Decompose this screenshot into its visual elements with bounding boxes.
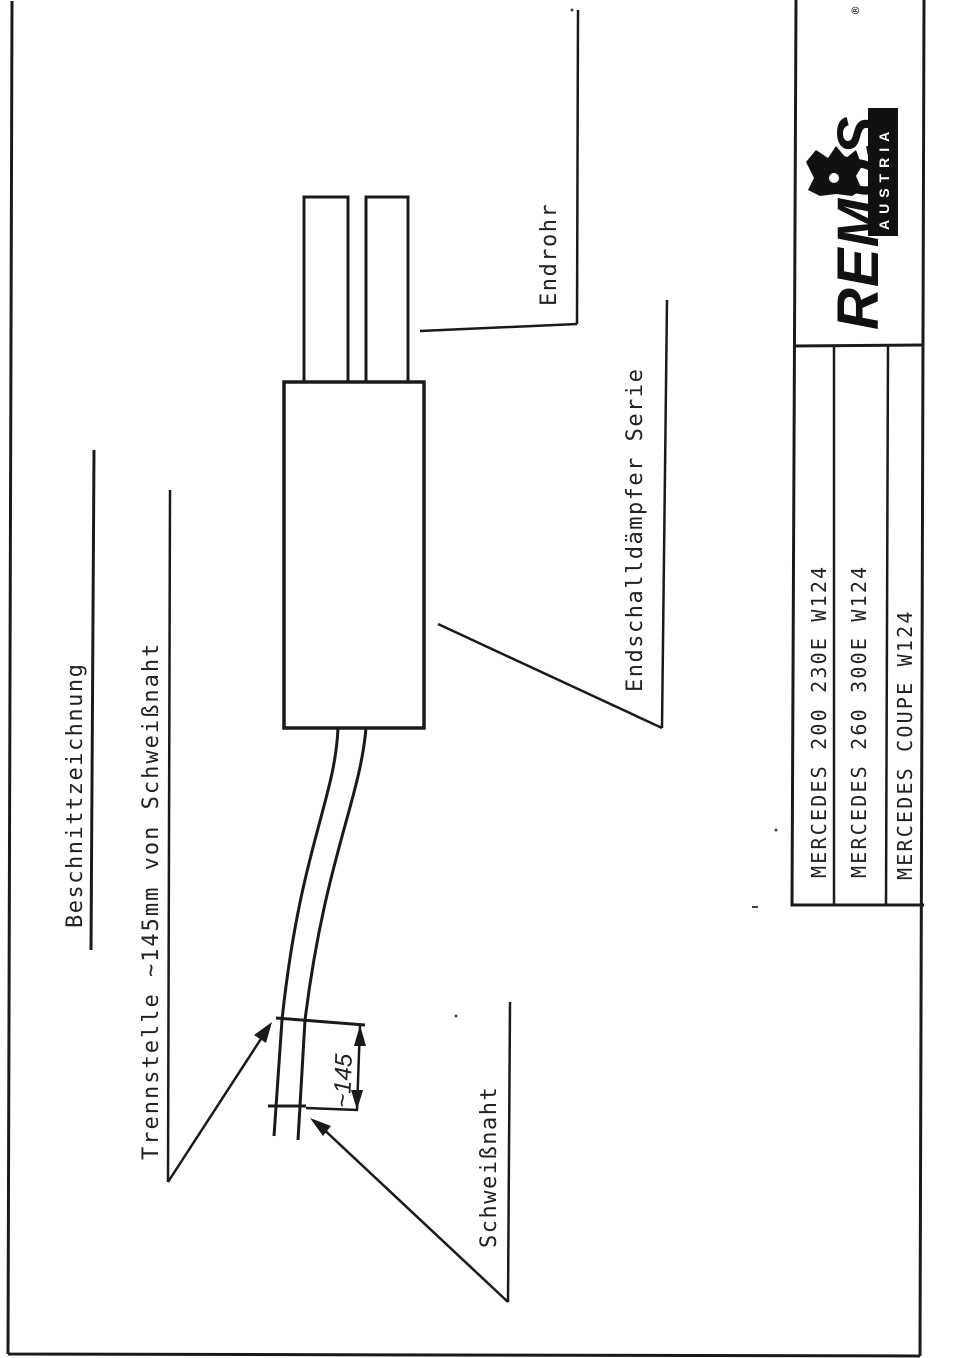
weld-arrow-line <box>317 1123 509 1303</box>
cut-note-leader-line <box>166 489 172 1183</box>
weld-leader-line <box>506 1001 512 1303</box>
crown-emblem-icon <box>806 146 862 196</box>
title-underline <box>89 449 96 951</box>
weld-label: Schweißnaht <box>477 1086 502 1248</box>
dimension-145: ~145 <box>305 1024 366 1112</box>
scan-specks <box>454 8 778 1018</box>
muffler-leader-diagonal <box>437 622 663 730</box>
dimension-label: ~145 <box>329 1053 358 1109</box>
muffler-label: Endschalldämpfer Serie <box>623 368 648 692</box>
cut-note: Trennstelle ~145mm von Schweißnaht <box>139 642 164 1160</box>
tailpipe-label: Endrohr <box>537 203 562 306</box>
cut-note-arrow-line <box>166 1027 270 1183</box>
inlet-pipe <box>268 727 368 1141</box>
tailpipe-pair <box>302 195 410 384</box>
remus-logo: REMUS ® AUSTRIA <box>806 6 898 330</box>
title-block <box>790 0 925 907</box>
muffler-leader-vertical <box>660 299 669 729</box>
tailpipe-leader-vertical <box>575 9 580 325</box>
registered-mark: ® <box>849 6 863 14</box>
muffler-body <box>282 380 426 730</box>
model-row-1: MERCEDES 200 230E W124 <box>807 565 831 878</box>
tailpipe-leader-horizontal <box>419 322 578 333</box>
model-row-3: MERCEDES COUPE W124 <box>893 609 917 880</box>
drawing-title: Beschnittzeichnung <box>63 663 88 928</box>
weld-arrowhead <box>310 1118 331 1136</box>
model-row-2: MERCEDES 260 300E W124 <box>847 565 871 878</box>
sheet-border <box>6 0 926 1358</box>
brand-tagline: AUSTRIA <box>876 126 892 230</box>
cut-arrowhead <box>254 1022 272 1043</box>
